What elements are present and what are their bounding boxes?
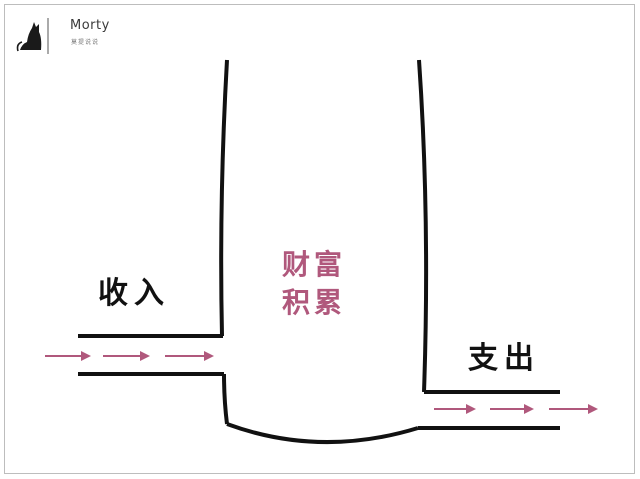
logo-name: Morty bbox=[70, 18, 110, 33]
logo-subtitle: 莫提说说 bbox=[71, 39, 100, 46]
inflow-arrow bbox=[165, 351, 214, 361]
center-text-line-2: 积累 bbox=[282, 286, 347, 319]
center-text-line-1: 财富 bbox=[282, 248, 347, 281]
outflow-arrows bbox=[434, 404, 598, 414]
container-bottom bbox=[226, 422, 419, 445]
container-right-wall bbox=[417, 59, 429, 393]
cat-icon bbox=[16, 18, 49, 54]
container-lower-left-wall bbox=[222, 373, 229, 425]
outflow-arrow bbox=[490, 404, 534, 414]
wealth-accumulation-label: 财富 积累 bbox=[282, 246, 362, 322]
outflow-arrow bbox=[434, 404, 476, 414]
income-label: 收入 bbox=[98, 276, 170, 311]
inflow-arrows bbox=[45, 351, 214, 361]
container-left-wall bbox=[219, 59, 229, 337]
image-frame bbox=[4, 4, 635, 474]
outflow-arrow bbox=[549, 404, 598, 414]
expense-label: 支出 bbox=[468, 341, 540, 376]
logo: Morty 莫提说说 bbox=[14, 16, 124, 56]
inflow-arrow bbox=[45, 351, 91, 361]
inflow-arrow bbox=[103, 351, 150, 361]
